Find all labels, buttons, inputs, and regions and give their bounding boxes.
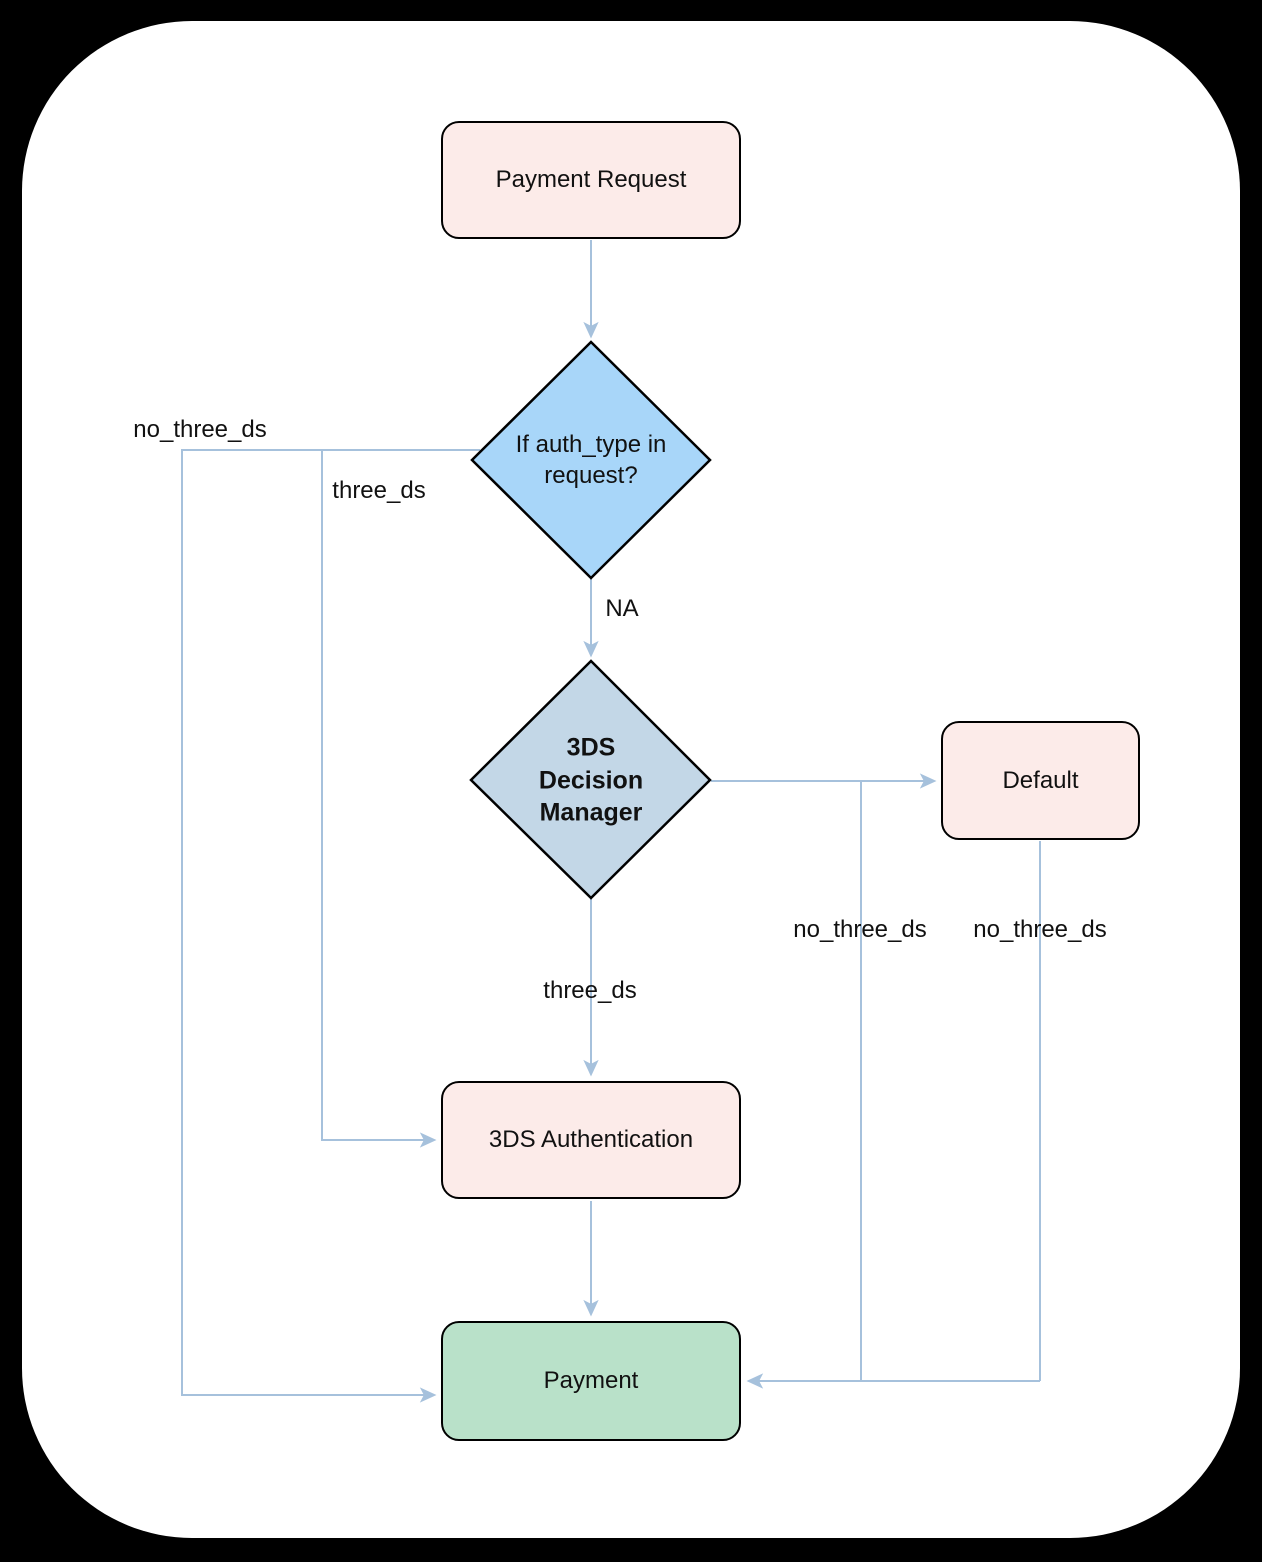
node-default-label: Default [1002, 766, 1079, 794]
node-default: Default [941, 721, 1140, 840]
node-3ds-authentication: 3DS Authentication [441, 1081, 741, 1199]
decision-diamond-auth-type [470, 340, 712, 580]
node-payment-request: Payment Request [441, 121, 741, 239]
node-3ds-authentication-label: 3DS Authentication [488, 1126, 694, 1153]
decision-diamond-3ds-decision-manager [469, 659, 712, 900]
edge-three-ds-left [321, 450, 437, 1148]
node-payment-request-label: Payment Request [495, 166, 687, 193]
node-payment: Payment [441, 1321, 741, 1441]
edge-no-three-ds-left [181, 449, 480, 1403]
node-payment-label: Payment [543, 1367, 639, 1394]
